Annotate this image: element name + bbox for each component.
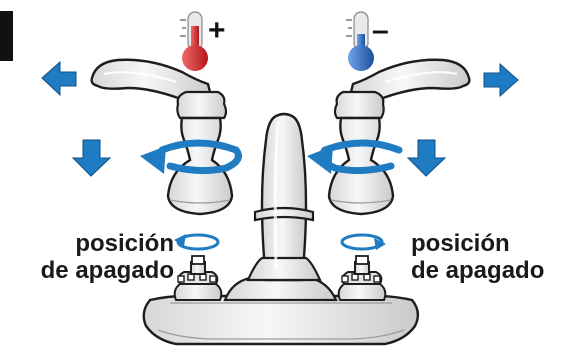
black-tab	[0, 11, 13, 61]
rotate-small-right-icon	[340, 233, 386, 251]
left-valve-stem	[173, 255, 223, 301]
hot-plus-sign: +	[208, 14, 226, 47]
left-handle	[90, 58, 234, 216]
faucet-spout	[246, 112, 322, 282]
off-position-label-right: posición de apagado	[411, 230, 544, 284]
off-position-left-line1: posición	[75, 230, 174, 257]
right-handle	[327, 58, 471, 216]
rotate-right-icon	[307, 139, 403, 175]
right-valve-stem	[337, 255, 387, 301]
thermometer-hot-icon	[180, 11, 208, 71]
faucet-base	[142, 276, 420, 346]
arrow-left-icon	[41, 60, 77, 97]
off-position-right-line1: posición	[411, 230, 510, 257]
thermometer-cold-icon	[346, 11, 374, 71]
arrow-right-icon	[483, 62, 519, 98]
off-position-left-line2: de apagado	[40, 257, 174, 284]
arrow-down-right-icon	[406, 139, 447, 177]
off-position-right-line2: de apagado	[411, 257, 545, 284]
rotate-left-icon	[140, 139, 242, 175]
cold-minus-sign: –	[372, 14, 389, 47]
off-position-label-left: posición de apagado	[32, 230, 174, 284]
arrow-down-left-icon	[71, 139, 112, 177]
rotate-small-left-icon	[174, 233, 220, 251]
